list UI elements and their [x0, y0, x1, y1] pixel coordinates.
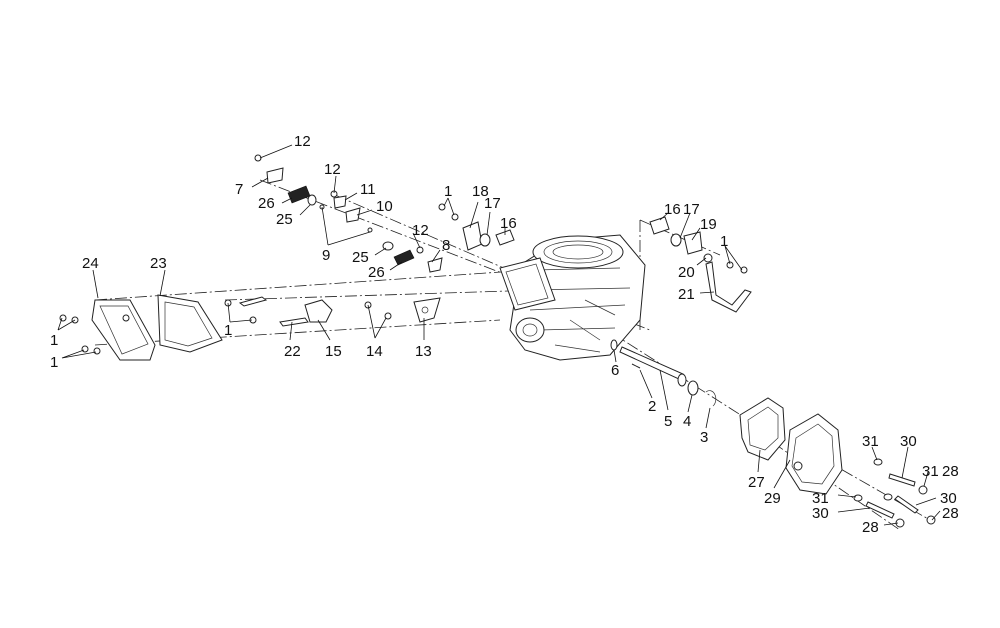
callout-31: 31 [862, 433, 879, 450]
callout-20: 20 [678, 264, 695, 281]
callout-28: 28 [942, 505, 959, 522]
shaft-assembly [610, 339, 717, 407]
callout-1: 1 [444, 183, 452, 200]
callout-1: 1 [720, 233, 728, 250]
callout-16: 16 [664, 201, 681, 218]
callout-1: 1 [50, 332, 58, 349]
callout-17: 17 [683, 201, 700, 218]
callout-23: 23 [150, 255, 167, 272]
callout-28: 28 [862, 519, 879, 536]
callout-27: 27 [748, 474, 765, 491]
callout-14: 14 [366, 343, 383, 360]
callout-12: 12 [324, 161, 341, 178]
callout-26: 26 [258, 195, 275, 212]
callout-22: 22 [284, 343, 301, 360]
callout-10: 10 [376, 198, 393, 215]
leader-lines [57, 144, 941, 526]
reed-housing [91, 299, 156, 361]
callout-24: 24 [82, 255, 99, 272]
callout-1: 1 [50, 354, 58, 371]
callout-labels: 12 7 26 25 12 11 10 9 25 26 12 8 1 18 17… [50, 133, 959, 536]
callout-21: 21 [678, 286, 695, 303]
callout-30: 30 [900, 433, 917, 450]
callout-25: 25 [352, 249, 369, 266]
callout-29: 29 [764, 490, 781, 507]
callout-7: 7 [235, 181, 243, 198]
top-fittings [462, 216, 713, 263]
callout-4: 4 [683, 413, 691, 430]
hose [705, 261, 752, 313]
callout-1: 1 [224, 322, 232, 339]
callout-12: 12 [294, 133, 311, 150]
reed-gasket [157, 294, 223, 353]
callout-30: 30 [812, 505, 829, 522]
callout-31: 31 [922, 463, 939, 480]
springs-and-caps [254, 154, 443, 273]
callout-31: 31 [812, 490, 829, 507]
callout-28: 28 [942, 463, 959, 480]
callout-3: 3 [700, 429, 708, 446]
callout-11: 11 [360, 181, 376, 198]
callout-6: 6 [611, 362, 619, 379]
linkage-parts [238, 296, 441, 327]
callout-26: 26 [368, 264, 385, 281]
callout-25: 25 [276, 211, 293, 228]
callout-5: 5 [664, 413, 672, 430]
side-covers [739, 397, 843, 495]
callout-19: 19 [700, 216, 717, 233]
callout-17: 17 [484, 195, 501, 212]
callout-8: 8 [442, 237, 450, 254]
callout-2: 2 [648, 398, 656, 415]
callout-16: 16 [500, 215, 517, 232]
callout-30: 30 [940, 490, 957, 507]
callout-9: 9 [322, 247, 330, 264]
callout-12: 12 [412, 222, 429, 239]
studs-and-nuts [853, 458, 936, 528]
callout-15: 15 [325, 343, 342, 360]
callout-13: 13 [415, 343, 432, 360]
cylinder-block [499, 234, 646, 361]
callout-18: 18 [472, 183, 489, 200]
